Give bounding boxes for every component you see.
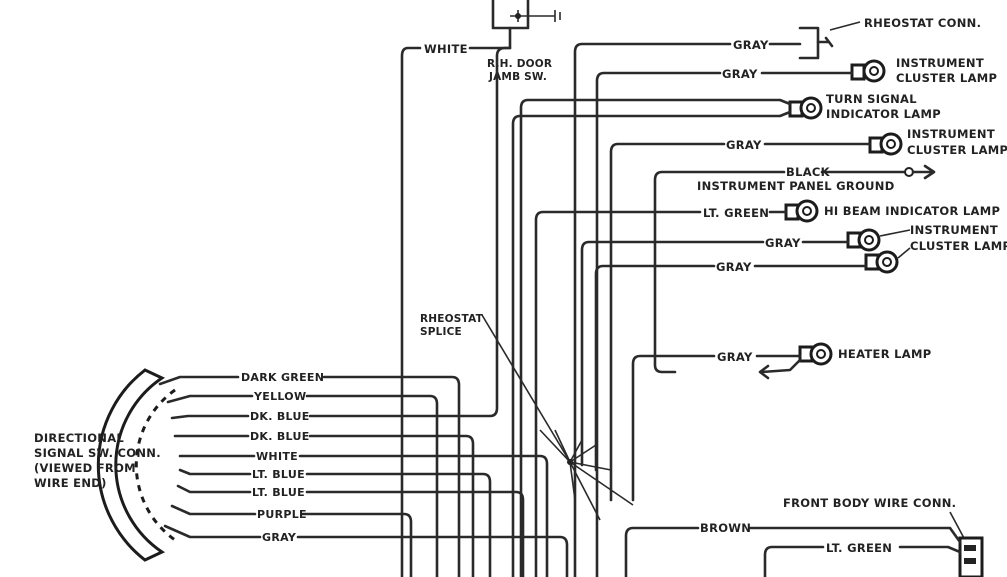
wire-gray-icl1 [595,71,854,577]
rheostat-splice [539,429,634,521]
wire-black [653,170,907,374]
rheostat-splice-label-1: RHEOSTAT [420,313,484,325]
wire-brown [624,526,962,577]
wire-dark-green [158,375,461,577]
wire-gray-icl3b [594,264,868,472]
wire-gray-icl3a [580,240,850,467]
icl2-label-2: CLUSTER LAMP [907,143,1007,157]
door-jamb-switch [491,0,561,30]
label-dark-green: DARK GREEN [241,371,324,384]
icl1-label-1: INSTRUMENT [896,56,984,70]
wire-turn-signal-b [511,110,792,577]
instrument-cluster-lamp-1 [850,59,886,83]
label-white-top: WHITE [424,42,468,56]
icl3-label-2: CLUSTER LAMP [910,239,1007,253]
rheostat-splice-label-2: SPLICE [420,326,462,338]
hi-beam-label: HI BEAM INDICATOR LAMP [824,204,1000,218]
front-body-connector [958,536,984,577]
door-jamb-label-2: JAMB SW. [488,71,547,83]
turn-signal-indicator-lamp [788,96,823,120]
heater-lamp [798,342,833,366]
wire-lt-green-hibeam [534,210,788,577]
turn-signal-label-2: INDICATOR LAMP [826,107,941,121]
icl1-label-2: CLUSTER LAMP [896,71,997,85]
wire-gray-rheostat [573,42,802,577]
wire-turn-signal-a [519,98,792,577]
label-brown: BROWN [700,521,751,535]
label-gray-rheostat: GRAY [733,38,769,52]
dir-label-1: DIRECTIONAL [34,431,124,445]
dir-label-3: (VIEWED FROM [34,461,136,475]
wire-purple [170,504,413,577]
label-gray-heater: GRAY [717,350,753,364]
wire-lt-blue-2 [176,484,525,577]
dir-label-2: SIGNAL SW. CONN. [34,446,161,460]
label-gray-conn: GRAY [262,531,297,544]
wire-yellow [166,394,439,577]
hi-beam-indicator-lamp [784,199,819,223]
heater-lamp-label: HEATER LAMP [838,347,931,361]
label-purple: PURPLE [257,508,307,521]
label-lt-blue-2: LT. BLUE [252,486,305,499]
instrument-cluster-lamp-2 [868,132,903,156]
label-gray-icl3b: GRAY [716,260,752,274]
panel-ground-label: INSTRUMENT PANEL GROUND [697,179,895,193]
wire-white-conn [178,454,549,577]
label-gray-icl1: GRAY [722,67,758,81]
door-jamb-label-1: R.H. DOOR [487,58,552,70]
wire-white-top [400,26,512,577]
front-body-label: FRONT BODY WIRE CONN. [783,496,956,510]
label-yellow: YELLOW [253,390,306,403]
label-dk-blue-2: DK. BLUE [250,430,310,443]
turn-signal-label-1: TURN SIGNAL [826,92,917,106]
dir-label-4: WIRE END) [34,476,107,490]
label-black: BLACK [786,165,831,179]
icl2-label-1: INSTRUMENT [907,127,995,141]
wire-lt-blue-1 [178,468,492,577]
label-dk-blue-1: DK. BLUE [250,410,310,423]
wire-gray-icl2 [609,142,872,502]
wire-lt-green-bottom [763,545,962,577]
wire-gray-heater [631,354,802,502]
wire-dk-blue-1 [170,46,512,420]
rheostat-conn-label: RHEOSTAT CONN. [864,16,981,30]
wire-dk-blue-2 [173,434,475,577]
label-gray-icl2: GRAY [726,138,762,152]
directional-signal-connector [96,368,176,562]
rheostat-connector [798,26,834,60]
label-gray-icl3a: GRAY [765,236,801,250]
wire-gray-conn [163,524,569,577]
icl3-label-1: INSTRUMENT [910,223,998,237]
label-lt-green-hibeam: LT. GREEN [703,206,769,220]
label-lt-green-bottom: LT. GREEN [826,541,892,555]
instrument-cluster-lamp-3 [846,228,899,274]
label-white-conn: WHITE [256,450,298,463]
label-lt-blue-1: LT. BLUE [252,468,305,481]
